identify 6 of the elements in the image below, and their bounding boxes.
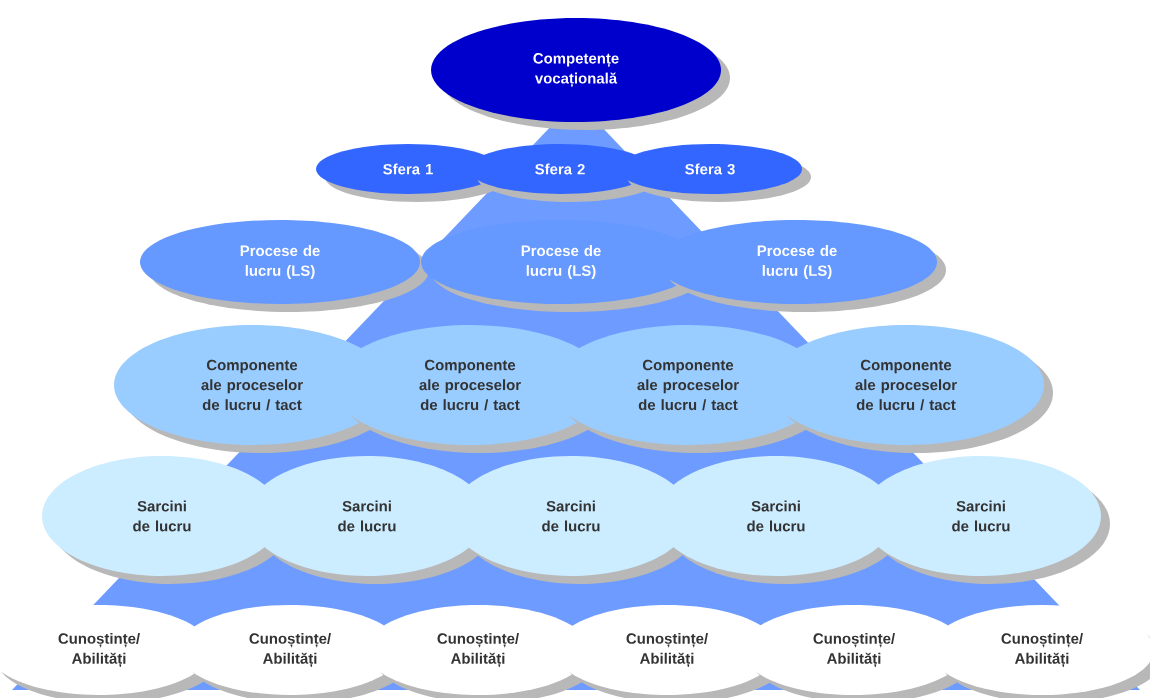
ellipse-node: Procese de lucru (LS) — [657, 220, 946, 312]
ellipse-node: Sfera 3 — [618, 144, 811, 202]
ellipse-node: Procese de lucru (LS) — [140, 220, 429, 312]
ellipse-node: Sarcini de lucru — [861, 456, 1110, 584]
ellipse-node: Competențe vocațională — [431, 18, 730, 130]
ellipse-node: Componente ale proceselor de lucru / tact — [768, 325, 1053, 453]
